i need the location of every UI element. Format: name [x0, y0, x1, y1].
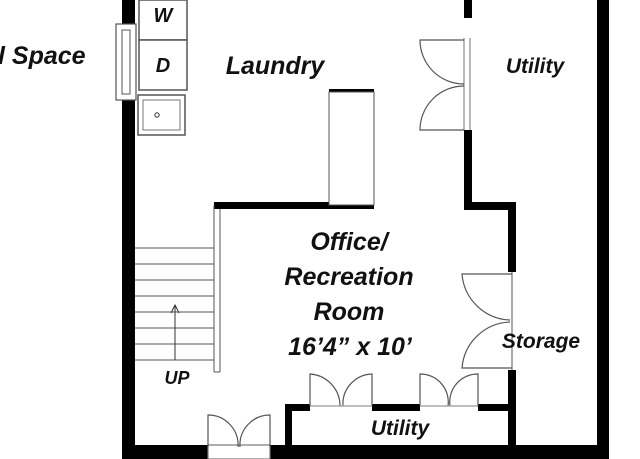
wall-util-left: [285, 404, 292, 449]
dryer: [138, 39, 188, 91]
washer: [138, 0, 188, 41]
label-office-2: Recreation: [284, 263, 413, 291]
door-storage: [461, 273, 512, 369]
thin-lines: [213, 91, 513, 373]
stairs: [135, 247, 214, 361]
door-entry: [207, 414, 271, 459]
wall-bottom-left: [122, 445, 208, 459]
door-utility-bottom-right: [419, 373, 479, 407]
wall-office-top: [214, 202, 374, 209]
pillar-outline: [328, 91, 375, 206]
label-stairs-up: UP: [164, 368, 190, 388]
label-utility-bottom: Utility: [371, 417, 431, 440]
wall-util-bottom-left: [285, 404, 310, 411]
label-office-dims: 16’4” x 10’: [288, 333, 413, 361]
wall-step: [464, 202, 516, 210]
wall-utility-side: [464, 130, 472, 210]
wall-storage-side-lower: [508, 370, 516, 459]
wall-util-bottom-right: [478, 404, 508, 411]
dryer-label: D: [156, 55, 170, 77]
label-office-1: Office/: [310, 228, 390, 256]
wall-storage-side-upper: [508, 202, 516, 272]
sink-drain: [154, 112, 160, 118]
label-laundry: Laundry: [226, 52, 326, 80]
door-utility-top: [419, 38, 471, 131]
door-utility-bottom-left: [309, 373, 373, 407]
sink: [137, 94, 186, 136]
label-storage: Storage: [502, 330, 581, 353]
wall-vent-inner: [121, 29, 131, 95]
stair-arrow-head: [170, 303, 180, 314]
washer-label: W: [154, 5, 175, 27]
label-office-3: Room: [314, 298, 385, 326]
wall-utility-stub: [464, 0, 472, 18]
wall-left: [122, 0, 135, 459]
walls: [122, 0, 609, 459]
label-crawl-space: l Space: [0, 42, 86, 70]
wall-util-bottom-mid: [372, 404, 420, 411]
label-utility-top: Utility: [506, 55, 566, 78]
sink-inner: [142, 99, 181, 131]
doors: [207, 38, 512, 459]
room-labels: l Space Laundry Utility Office/ Recreati…: [0, 42, 580, 440]
washer-dryer: W D: [115, 0, 188, 101]
wall-bottom-right: [270, 445, 609, 459]
wall-right: [597, 0, 609, 459]
